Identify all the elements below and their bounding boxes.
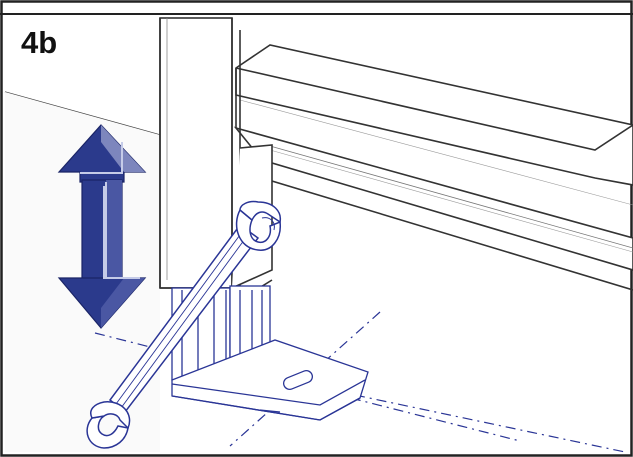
crossbar-rail xyxy=(233,44,633,291)
leveling-foot xyxy=(171,285,369,421)
step-label: 4b xyxy=(21,25,58,60)
open-end-wrench xyxy=(86,200,282,449)
height-adjust-arrow xyxy=(57,124,147,329)
